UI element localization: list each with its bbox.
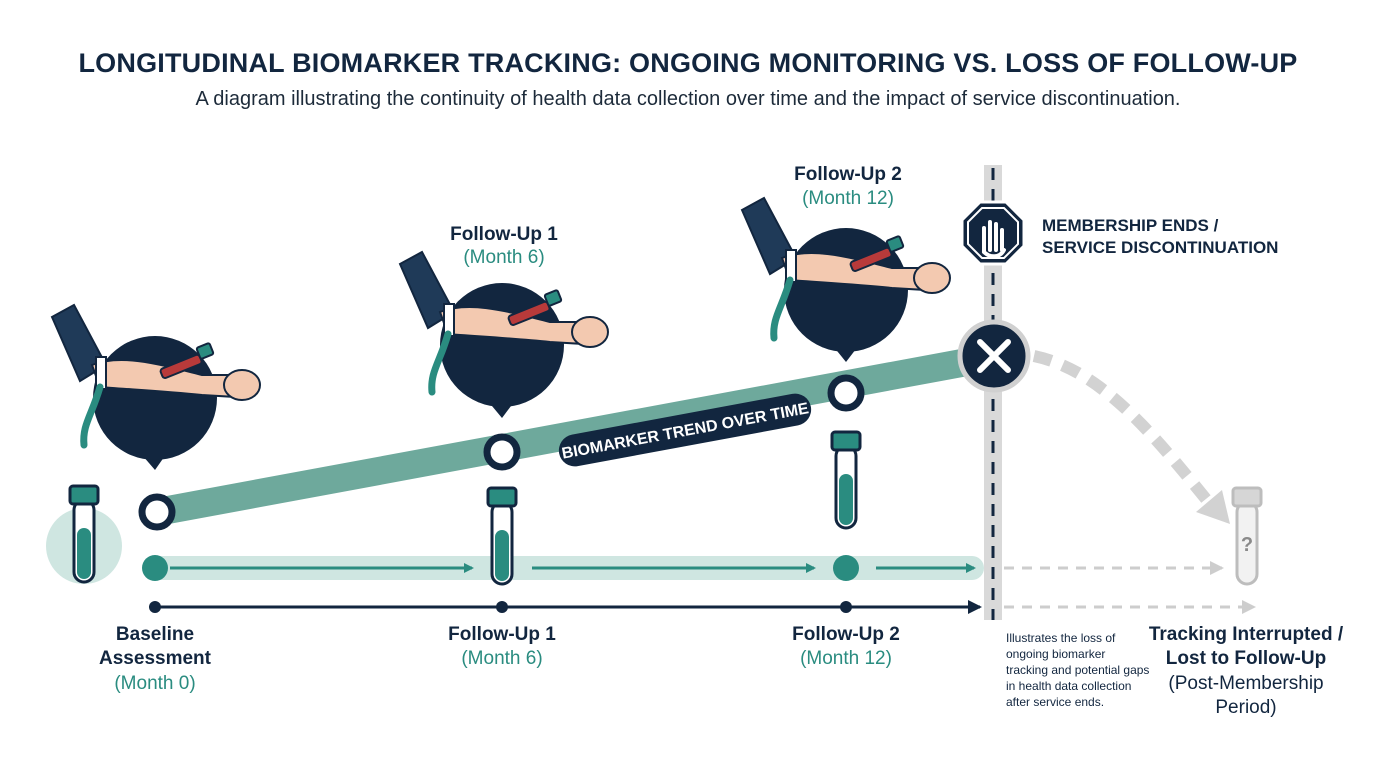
trend-node-followup2 — [827, 374, 865, 412]
test-tube-followup2 — [830, 430, 862, 530]
callout-followup1-month: (Month 6) — [463, 247, 544, 268]
lost-curve-arrow — [1032, 350, 1215, 508]
test-tube-followup1 — [486, 486, 518, 586]
label-followup1-name: Follow-Up 1 — [448, 624, 556, 645]
label-followup2-name: Follow-Up 2 — [792, 624, 900, 645]
band-dot-baseline — [142, 555, 168, 581]
label-baseline-line2: Assessment — [99, 648, 212, 669]
label-lost-line4: Period) — [1215, 697, 1276, 718]
callout-followup2-name: Follow-Up 2 — [794, 164, 902, 185]
note-line3: tracking and potential gaps — [1006, 663, 1149, 677]
blood-draw-baseline — [52, 305, 260, 470]
unknown-result-glyph: ? — [1241, 534, 1253, 556]
trend-label-pill — [558, 393, 812, 467]
label-followup2-month: (Month 12) — [800, 648, 892, 669]
callout-followup2-month: (Month 12) — [802, 188, 894, 209]
blood-draw-followup1 — [400, 252, 608, 418]
discontinued-node — [957, 319, 1031, 393]
label-followup1-month: (Month 6) — [461, 648, 542, 669]
discontinuation-label-line1: MEMBERSHIP ENDS / — [1042, 216, 1219, 235]
note-line4: in health data collection — [1006, 679, 1131, 693]
callout-followup1-name: Follow-Up 1 — [450, 224, 558, 245]
trend-node-baseline — [138, 493, 176, 531]
note-line1: Illustrates the loss of — [1006, 631, 1116, 645]
close-icon — [977, 339, 1011, 373]
test-tube-unknown: ? — [1231, 486, 1263, 586]
label-lost-line3: (Post-Membership — [1168, 673, 1323, 694]
discontinuation-bar — [984, 165, 1002, 620]
lost-curve-arrowhead — [1196, 490, 1230, 524]
label-lost-line1: Tracking Interrupted / — [1149, 624, 1344, 645]
label-baseline-line1: Baseline — [116, 624, 194, 645]
label-lost-line2: Lost to Follow-Up — [1166, 648, 1326, 669]
axis-tick-baseline — [149, 601, 161, 613]
note-line5: after service ends. — [1006, 695, 1104, 709]
discontinuation-label-line2: SERVICE DISCONTINUATION — [1042, 238, 1278, 257]
note-line2: ongoing biomarker — [1006, 647, 1105, 661]
band-dot-followup2 — [833, 555, 859, 581]
page-subtitle: A diagram illustrating the continuity of… — [195, 88, 1181, 110]
test-tube-baseline — [46, 484, 122, 584]
stop-hand-icon — [960, 200, 1026, 266]
axis-tick-followup1 — [496, 601, 508, 613]
blood-draw-followup2 — [742, 198, 950, 362]
trend-node-followup1 — [483, 433, 521, 471]
axis-tick-followup2 — [840, 601, 852, 613]
page-title: LONGITUDINAL BIOMARKER TRACKING: ONGOING… — [78, 48, 1298, 78]
label-baseline-month: (Month 0) — [114, 673, 195, 694]
